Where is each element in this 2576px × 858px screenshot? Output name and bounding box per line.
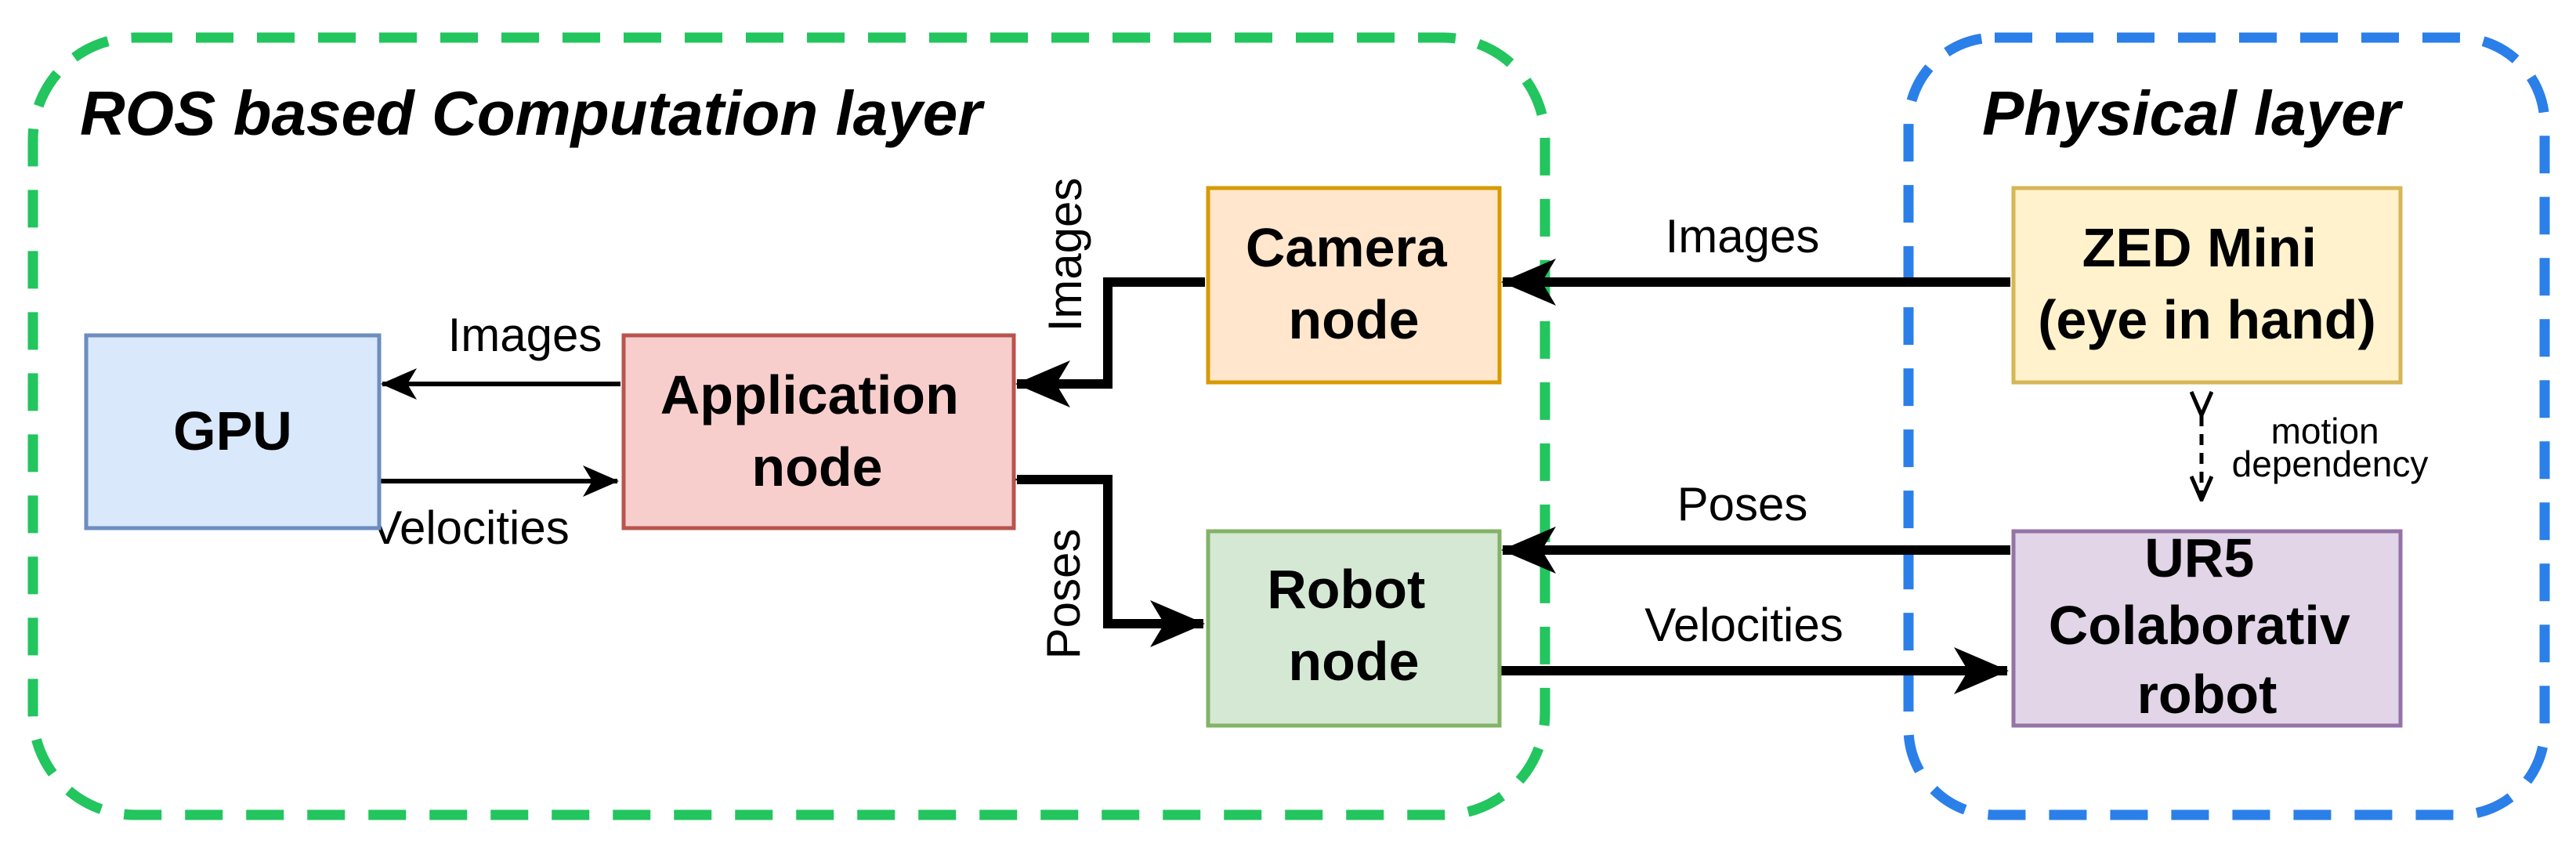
edge-label-robot-app: Poses [1037, 529, 1090, 660]
edge-label-ur5-to-robot: Poses [1677, 478, 1808, 530]
node-gpu: GPU [84, 333, 382, 530]
svg-text:UR5 Colaborativ ro: UR5 Colaborativ robot [2049, 527, 2366, 725]
ur5-label-line-3: robot [2137, 664, 2278, 725]
svg-text:Camera node: Camera node [1246, 217, 1462, 350]
edge-label-zed-to-camera: Images [1666, 210, 1820, 262]
svg-text:Robot node: Robot node [1267, 559, 1441, 692]
ur5-label-line-1: UR5 [2144, 527, 2254, 588]
zed-label-line-2: (eye in hand) [2038, 289, 2376, 350]
robot-label-line-1: Robot [1267, 559, 1425, 620]
node-application: Application node [621, 333, 1016, 530]
zed-label-line-1: ZED Mini [2082, 217, 2317, 278]
camera-label-line-1: Camera [1246, 217, 1448, 278]
gpu-label: GPU [173, 400, 292, 462]
edge-robot-application [964, 456, 1205, 647]
node-ur5: UR5 Colaborativ robot [2011, 527, 2403, 728]
edge-camera-to-application [1015, 277, 1205, 407]
application-label-line-1: Application [660, 364, 959, 425]
application-label-line-2: node [751, 436, 882, 498]
computation-layer-title: ROS based Computation layer [80, 78, 985, 148]
edge-label-robot-to-ur5: Velocities [1644, 599, 1843, 651]
ur5-label-line-2: Colaborativ [2049, 595, 2350, 656]
camera-label-line-2: node [1288, 289, 1419, 350]
node-zed-mini: ZED Mini (eye in hand) [2011, 186, 2403, 385]
node-camera: Camera node [1206, 186, 1502, 385]
edge-label-motion-dependency: motion dependency [2232, 411, 2429, 484]
robot-label-line-2: node [1288, 631, 1419, 692]
motion-label-line-1: motion [2271, 411, 2379, 451]
motion-label-line-2: dependency [2232, 443, 2429, 484]
svg-text:GPU: GPU [173, 400, 292, 462]
svg-text:Application node: Application node [660, 364, 975, 498]
edge-label-app-to-gpu: Images [448, 309, 602, 361]
svg-text:ZED Mini (eye in hand): ZED Mini (eye in hand) [2038, 217, 2376, 350]
edge-label-camera-to-app: Images [1039, 178, 1091, 332]
physical-layer-title: Physical layer [1982, 78, 2404, 148]
node-robot: Robot node [1206, 529, 1502, 728]
edge-label-gpu-to-app: Velocities [371, 501, 569, 554]
